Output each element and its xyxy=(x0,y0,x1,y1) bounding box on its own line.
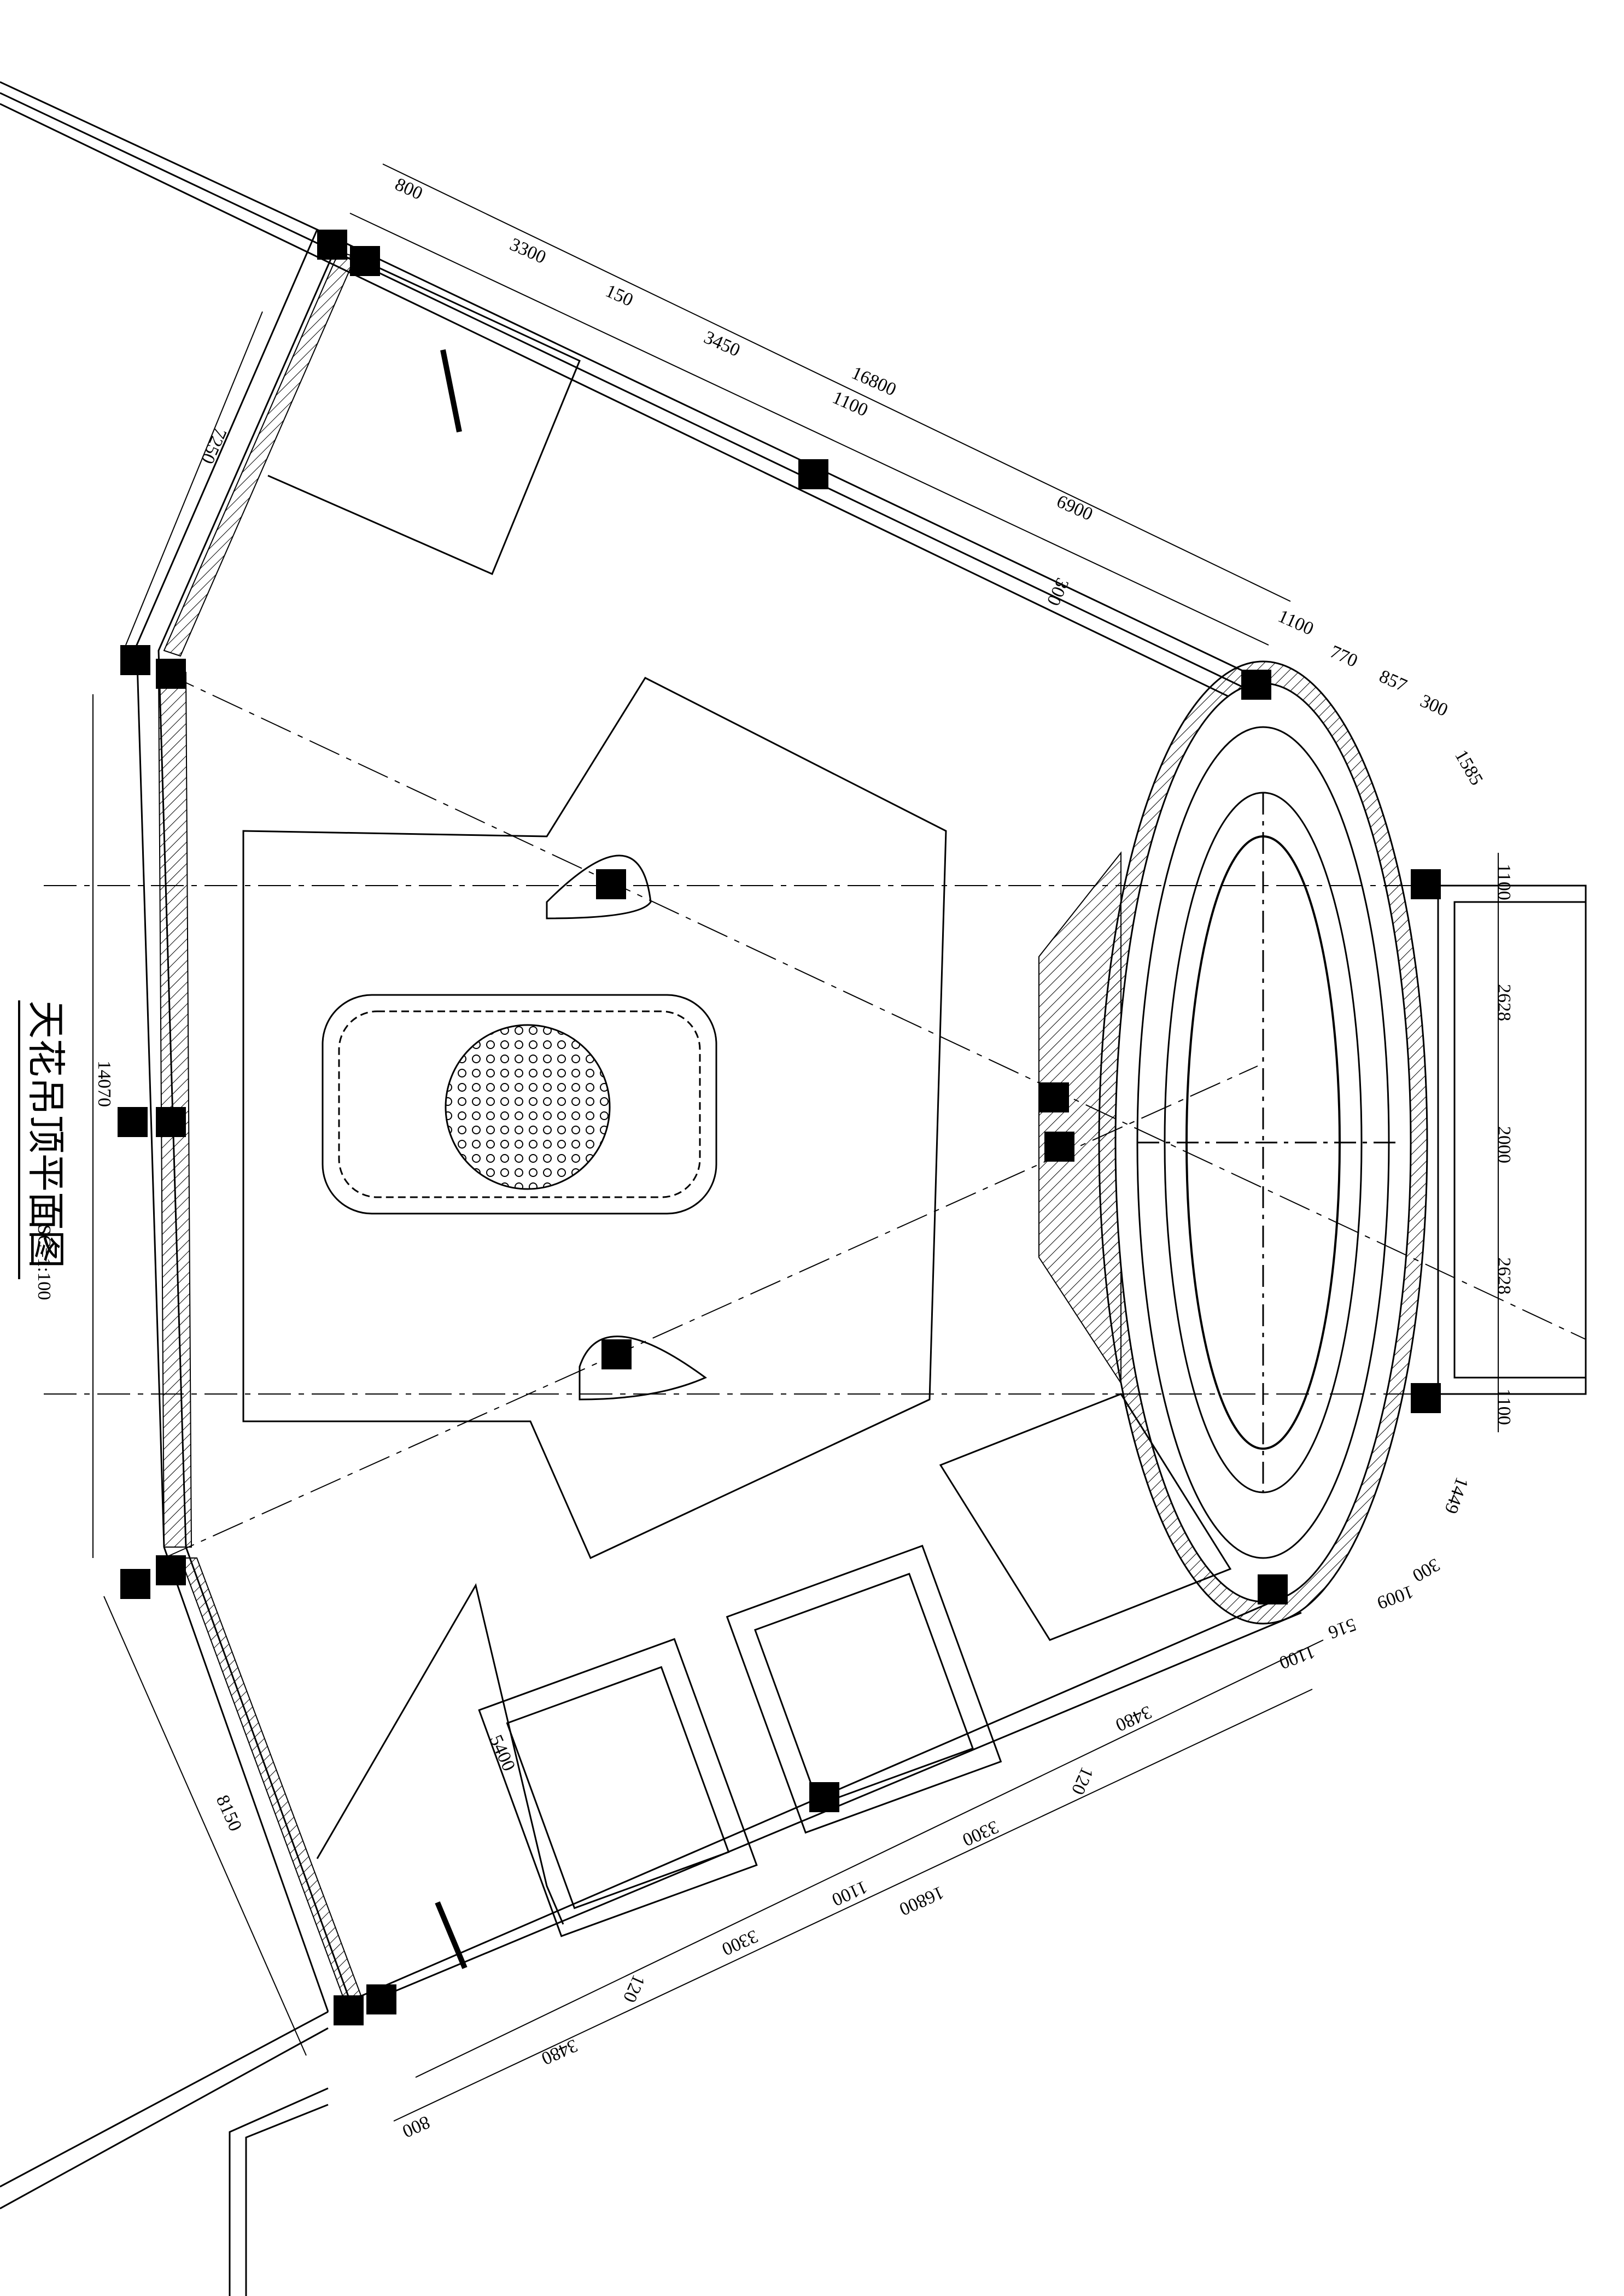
dim-left-8150: 8150 xyxy=(212,1792,246,1834)
dim-top-150: 150 xyxy=(603,281,636,311)
dim-bot-3480b: 3480 xyxy=(539,2035,581,2069)
dim-top-6900: 6900 xyxy=(1054,491,1096,525)
dim-lower-1100: 1100 xyxy=(1277,1641,1318,1673)
dim-bot-3300b: 3300 xyxy=(719,1926,761,1959)
dim-room-5400: 5400 xyxy=(486,1732,519,1774)
axis-lines xyxy=(44,672,1586,1559)
central-hall-ceiling xyxy=(242,677,947,1560)
dim-left-7250: 7250 xyxy=(197,425,230,467)
dim-arc-770: 770 xyxy=(1327,642,1361,672)
hatched-wall-bands xyxy=(157,250,1121,2002)
dim-right-2628a: 2628 xyxy=(1494,984,1514,1021)
dim-top-1100b: 1100 xyxy=(1275,606,1317,640)
dim-top-16800: 16800 xyxy=(849,363,899,400)
upper-left-room xyxy=(267,256,581,575)
lower-rooms xyxy=(316,1393,1232,1969)
dim-arc-300: 300 xyxy=(1417,691,1451,721)
dim-top-3300: 3300 xyxy=(507,235,549,268)
dim-right-2000: 2000 xyxy=(1494,1126,1514,1163)
dim-right-1100a: 1100 xyxy=(1494,864,1514,900)
dim-lower-1449: 1449 xyxy=(1440,1474,1472,1516)
oval-ceiling xyxy=(1098,660,1428,1625)
dim-left-14070: 14070 xyxy=(94,1061,114,1107)
drawing-title: 天花吊顶平面图 xyxy=(24,1000,66,1268)
dim-bot-3480a: 3480 xyxy=(1113,1702,1155,1735)
dim-top-800: 800 xyxy=(392,174,426,204)
dim-top-1100a: 1100 xyxy=(829,388,871,421)
dim-bot-16800: 16800 xyxy=(896,1882,947,1919)
dim-arc-857: 857 xyxy=(1376,666,1410,696)
dim-lower-1009: 1009 xyxy=(1374,1581,1416,1613)
dim-right-2628b: 2628 xyxy=(1494,1257,1514,1295)
dim-lower-516: 516 xyxy=(1325,1614,1359,1642)
dimension-lines xyxy=(92,163,1499,2122)
dim-bot-1100: 1100 xyxy=(829,1877,871,1910)
dim-right-1100b: 1100 xyxy=(1494,1389,1514,1425)
columns xyxy=(118,230,1441,2025)
right-stage xyxy=(1437,885,1587,1395)
dim-top-3450: 3450 xyxy=(701,327,743,361)
dim-arc-1585: 1585 xyxy=(1451,747,1487,789)
dim-lower-300: 300 xyxy=(1409,1554,1444,1586)
drawing-scale: SC=1:100 xyxy=(34,1225,54,1300)
